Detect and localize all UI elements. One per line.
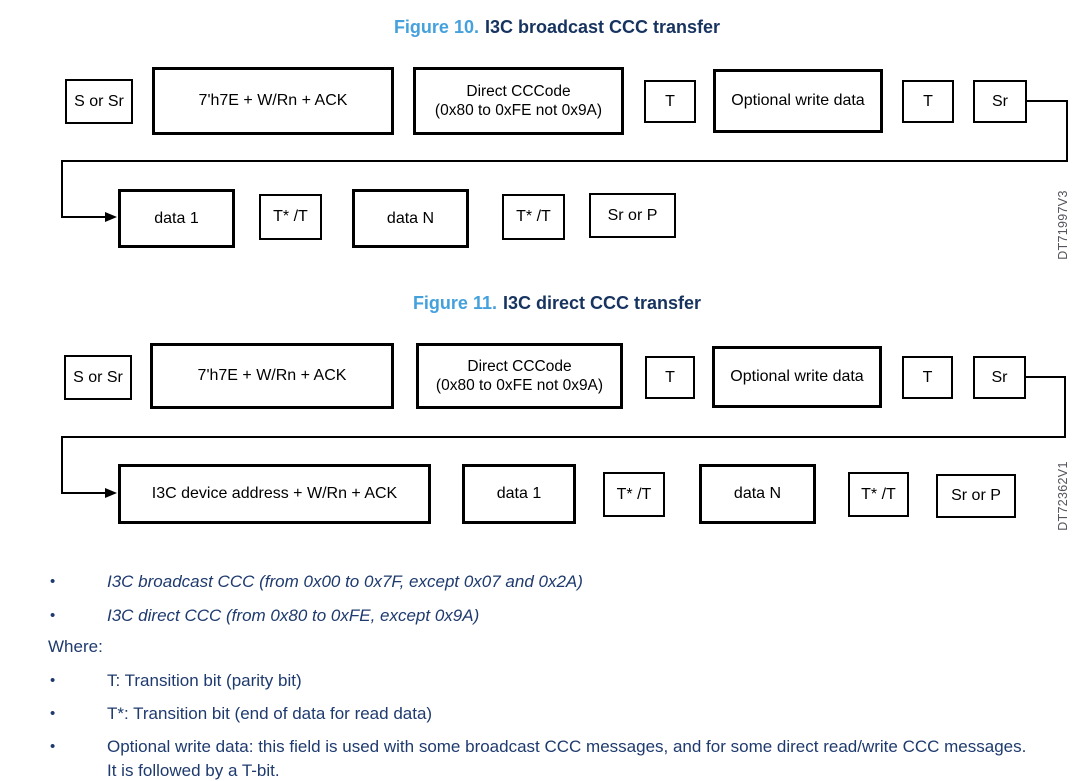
fig10-connector-seg1: [1025, 100, 1068, 102]
bullet-icon: •: [50, 607, 56, 624]
bullet-icon: •: [50, 738, 56, 755]
bullet-icon: •: [50, 672, 56, 689]
figure10-title-label: Figure 10.: [393, 17, 479, 37]
fig10-box-data1: data 1: [118, 189, 235, 248]
fig11-box-t2: T: [902, 356, 953, 399]
fig11-box-optional-write: Optional write data: [712, 346, 882, 408]
bullet-item-optional-write-data: • Optional write data: this field is use…: [50, 735, 1040, 781]
bullet-item-direct-range: • I3C direct CCC (from 0x80 to 0xFE, exc…: [50, 604, 1040, 628]
fig10-box-header: 7'h7E + W/Rn + ACK: [152, 67, 394, 135]
bullet-text: I3C broadcast CCC (from 0x00 to 0x7F, ex…: [107, 572, 583, 591]
fig10-box-end: Sr or P: [589, 193, 676, 238]
fig11-watermark: DT72362V1: [1056, 461, 1070, 531]
bullet-text: T: Transition bit (parity bit): [107, 671, 302, 690]
fig11-box-ccc-code: Direct CCCode (0x80 to 0xFE not 0x9A): [416, 343, 623, 409]
bullet-text: I3C direct CCC (from 0x80 to 0xFE, excep…: [107, 606, 480, 625]
fig11-arrow-head-icon: [105, 487, 117, 498]
figure11-title: Figure 11.I3C direct CCC transfer: [17, 293, 1080, 314]
fig10-box-sr: Sr: [973, 80, 1027, 123]
bullet-item-t-bit: • T: Transition bit (parity bit): [50, 669, 1040, 693]
fig10-box-dataN: data N: [352, 189, 469, 248]
where-label: Where:: [48, 637, 103, 656]
fig10-connector-seg5: [61, 216, 107, 218]
bullet-text: Optional write data: this field is used …: [107, 737, 1027, 780]
fig10-box-start: S or Sr: [65, 79, 133, 124]
fig10-box-t1: T: [644, 80, 696, 123]
bullet-item-broadcast-range: • I3C broadcast CCC (from 0x00 to 0x7F, …: [50, 570, 1040, 594]
fig10-connector-seg3: [61, 160, 1068, 162]
fig11-connector-seg1: [1024, 376, 1066, 378]
fig10-arrow-head-icon: [105, 211, 117, 222]
fig10-box-optional-write: Optional write data: [713, 69, 883, 133]
fig11-box-t1: T: [645, 356, 695, 399]
fig10-connector-seg4: [61, 160, 63, 218]
figure10-title: Figure 10.I3C broadcast CCC transfer: [17, 17, 1080, 38]
figure10-title-text: I3C broadcast CCC transfer: [484, 17, 721, 37]
bullet-text: T*: Transition bit (end of data for read…: [107, 704, 433, 723]
figure11-title-label: Figure 11.: [412, 293, 497, 313]
fig10-connector-seg2: [1066, 100, 1068, 162]
bullet-item-t-star-bit: • T*: Transition bit (end of data for re…: [50, 702, 1040, 726]
fig11-box-device-address: I3C device address + W/Rn + ACK: [118, 464, 431, 524]
fig11-connector-seg4: [61, 436, 63, 494]
fig10-box-tbit2: T* /T: [502, 194, 565, 240]
fig10-box-tbit1: T* /T: [259, 194, 322, 240]
fig10-box-ccc-code: Direct CCCode (0x80 to 0xFE not 0x9A): [413, 67, 624, 135]
fig11-connector-seg3: [61, 436, 1066, 438]
bullet-icon: •: [50, 573, 56, 590]
fig11-box-start: S or Sr: [64, 355, 132, 400]
fig11-box-end: Sr or P: [936, 474, 1016, 518]
fig11-box-tbit2: T* /T: [848, 472, 909, 517]
fig11-box-tbit1: T* /T: [603, 472, 665, 517]
fig11-connector-seg5: [61, 492, 107, 494]
fig11-box-header: 7'h7E + W/Rn + ACK: [150, 343, 394, 409]
fig11-box-data1: data 1: [462, 464, 576, 524]
figure11-title-text: I3C direct CCC transfer: [502, 293, 702, 313]
fig11-connector-seg2: [1064, 376, 1066, 437]
bullet-icon: •: [50, 705, 56, 722]
fig11-box-dataN: data N: [699, 464, 816, 524]
fig10-box-t2: T: [902, 80, 954, 123]
fig10-watermark: DT71997V3: [1056, 190, 1070, 260]
fig11-box-sr: Sr: [973, 356, 1026, 399]
